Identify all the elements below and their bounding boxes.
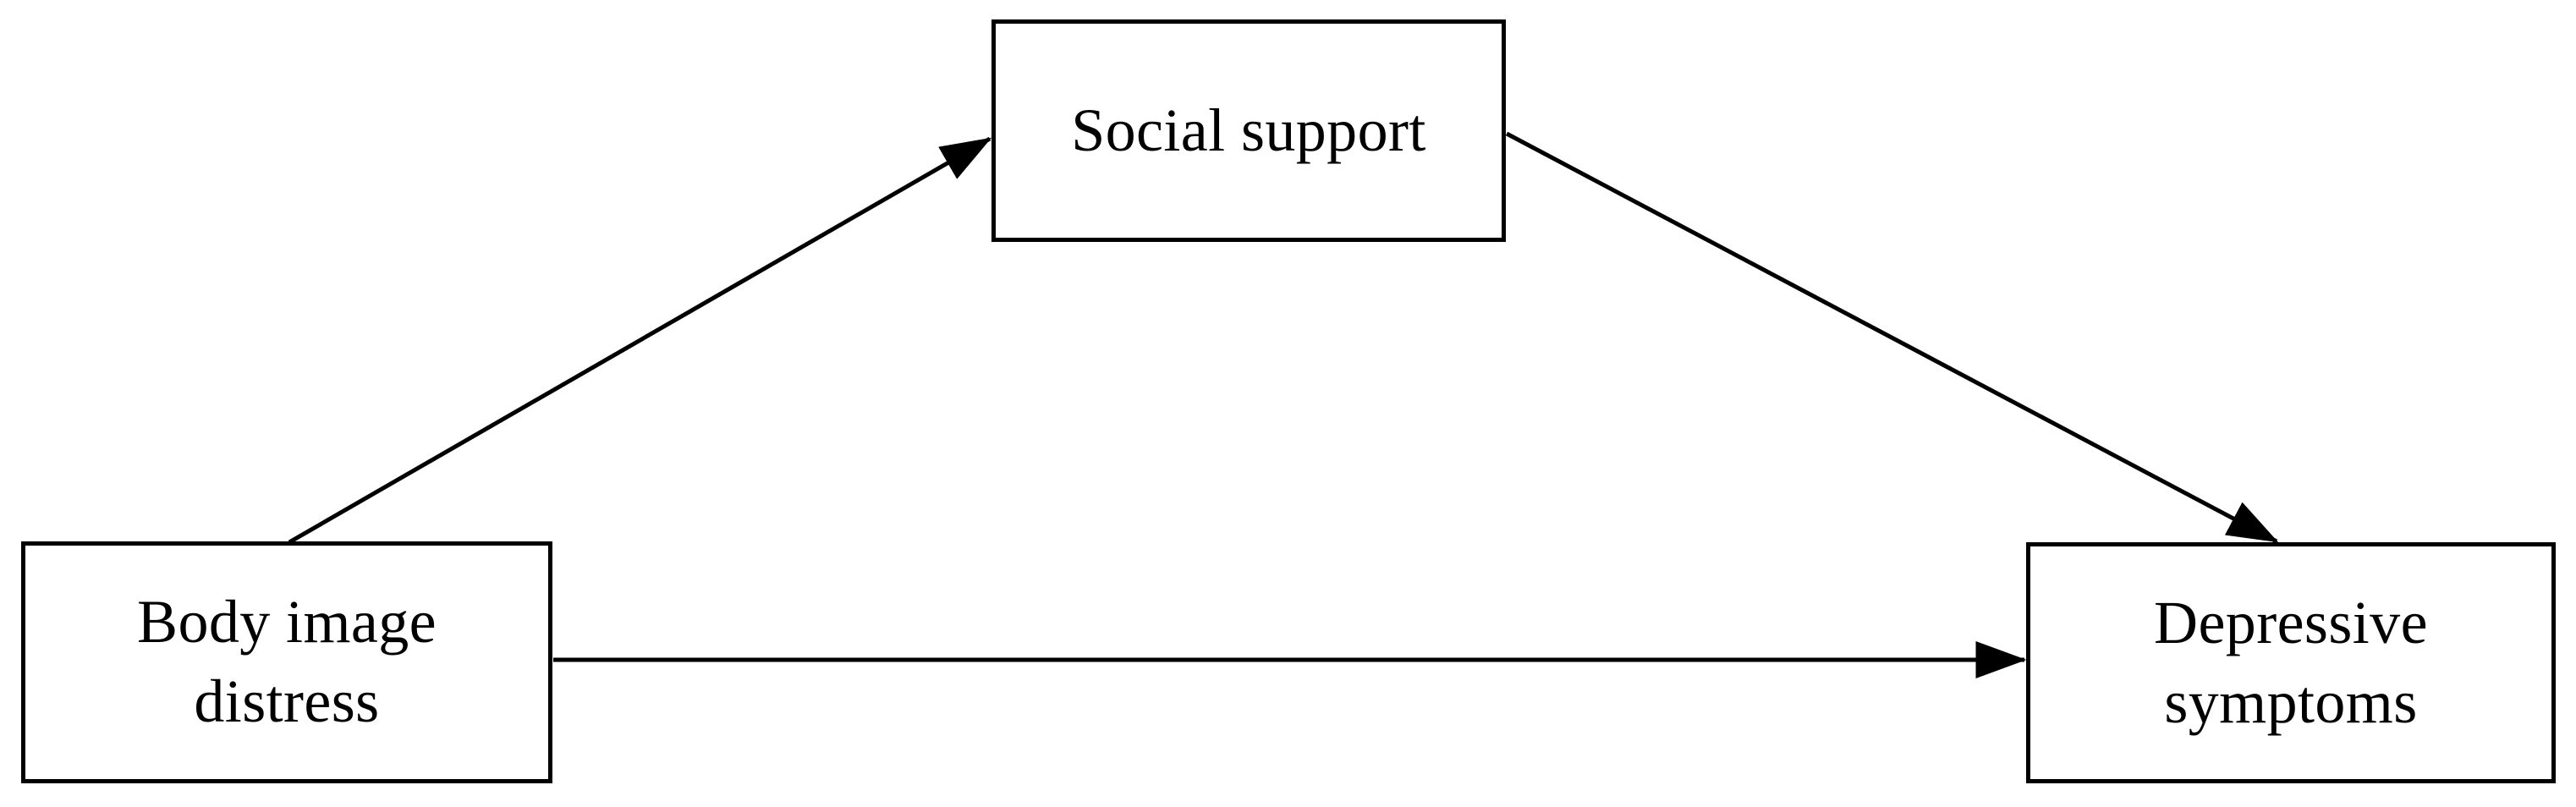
node-depressive-symptoms-label: Depressive symptoms: [2154, 588, 2428, 736]
node-social-support-label: Social support: [1071, 96, 1426, 164]
node-body-image-distress-label: Body image distress: [137, 588, 437, 735]
node-depressive-symptoms: Depressive symptoms: [2026, 542, 2556, 783]
node-social-support: Social support: [991, 19, 1506, 242]
node-body-image-distress: Body image distress: [21, 541, 552, 783]
arrow-body-image-distress-to-social-support: [288, 136, 992, 545]
arrow-social-support-to-depressive-symptoms: [1505, 131, 2279, 544]
